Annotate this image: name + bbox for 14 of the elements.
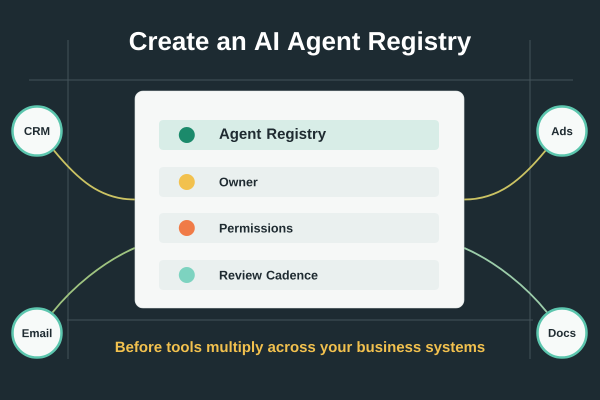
list-row: Agent Registry (159, 120, 439, 150)
connector-line (52, 247, 136, 314)
circle-node: Ads (536, 105, 588, 157)
circle-node: CRM (11, 105, 63, 157)
list-row: Review Cadence (159, 260, 439, 290)
circle-node: Email (11, 307, 63, 359)
list-row: Owner (159, 167, 439, 197)
connector-line (464, 150, 546, 200)
caption: Before tools multiply across your business systems (116, 341, 485, 356)
title: Create an AI Agent Registry (130, 31, 472, 56)
connector-line (464, 247, 548, 313)
circle-node: Docs (536, 307, 588, 359)
connector-line (53, 150, 135, 200)
list-row: Permissions (159, 213, 439, 243)
